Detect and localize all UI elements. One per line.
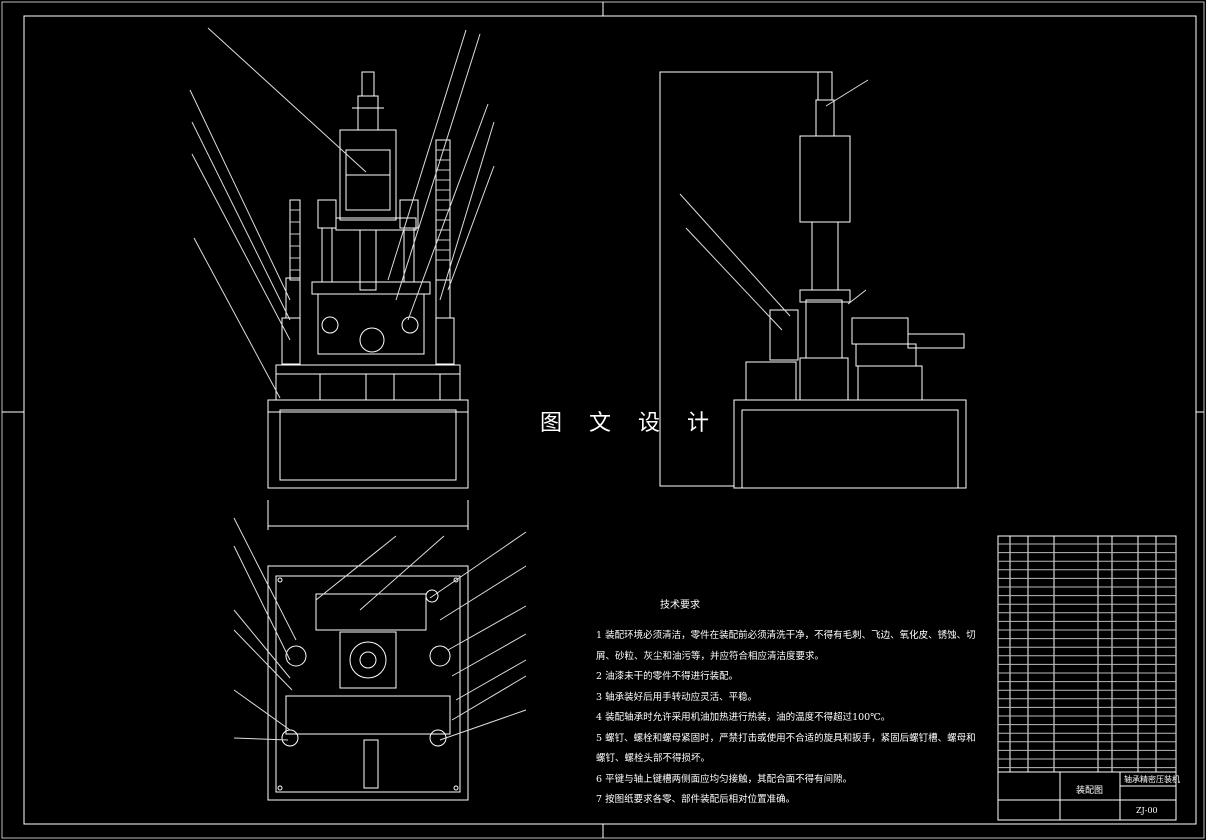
title-block	[997, 535, 1177, 821]
drawing-number: ZJ-00	[1136, 806, 1158, 815]
requirement-5: 5 螺钉、螺栓和螺母紧固时，严禁打击或使用不合适的旋具和扳手，紧固后螺钉槽、螺母…	[596, 732, 976, 765]
technical-requirements-title: 技术要求	[660, 600, 700, 611]
requirement-4: 4 装配轴承时允许采用机油加热进行热装，油的温度不得超过100℃。	[596, 712, 891, 723]
side-view	[659, 71, 967, 489]
front-view	[267, 71, 469, 530]
inner-frame	[23, 15, 1197, 825]
leader-lines	[189, 27, 869, 741]
product-name: 轴承精密压装机	[1124, 775, 1180, 784]
requirement-1: 1 装配环境必须清洁，零件在装配前必须清洗干净，不得有毛刺、飞边、氧化皮、锈蚀、…	[596, 630, 976, 662]
top-view	[267, 565, 469, 801]
technical-requirements: 1 装配环境必须清洁，零件在装配前必须清洗干净，不得有毛刺、飞边、氧化皮、锈蚀、…	[596, 626, 976, 811]
drawing-name: 装配图	[1076, 786, 1104, 796]
watermark-text: 图 文 设 计	[540, 411, 719, 436]
requirement-6: 6 平键与轴上键槽两侧面应均匀接触，其配合面不得有间隙。	[596, 773, 853, 785]
requirement-2: 2 油漆未干的零件不得进行装配。	[596, 671, 739, 682]
requirement-7: 7 按图纸要求各零、部件装配后相对位置准确。	[596, 794, 796, 805]
requirement-3: 3 轴承装好后用手转动应灵活、平稳。	[596, 691, 758, 703]
